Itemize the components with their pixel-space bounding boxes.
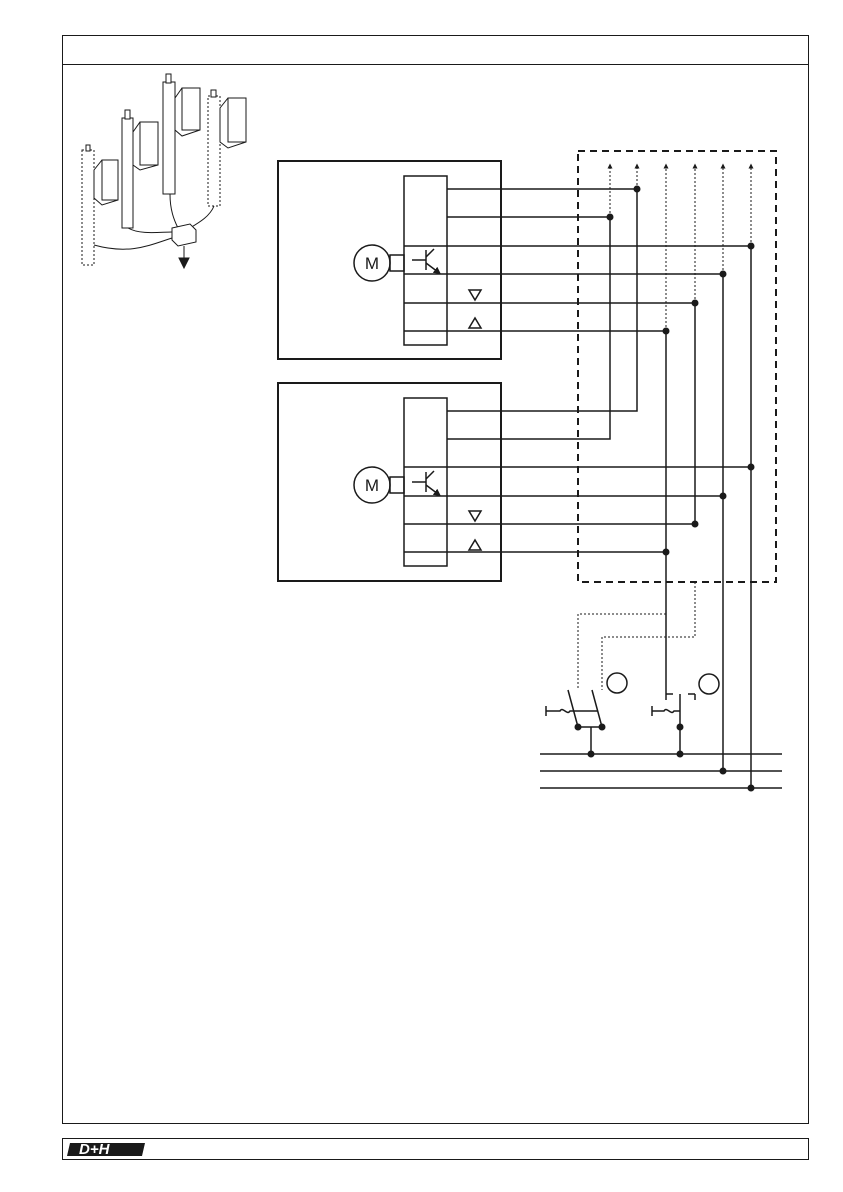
indicator-lamp-left	[607, 673, 627, 693]
up-triangle-icon	[469, 540, 481, 550]
motor-label-upper: M	[365, 254, 379, 273]
indicator-lamp-right	[699, 674, 719, 694]
connection-dots	[575, 186, 755, 792]
motor-unit-upper	[278, 161, 751, 359]
dotted-link-lines	[578, 582, 695, 690]
switch-assembly	[540, 673, 782, 788]
motor-unit-lower	[278, 189, 751, 581]
vertical-bus-wires	[666, 246, 751, 788]
linear-actuators-with-junction-box-icon	[82, 74, 246, 268]
motor-label-lower: M	[365, 476, 379, 495]
down-triangle-icon	[469, 290, 481, 300]
up-triangle-icon	[469, 318, 481, 328]
down-triangle-icon	[469, 511, 481, 521]
